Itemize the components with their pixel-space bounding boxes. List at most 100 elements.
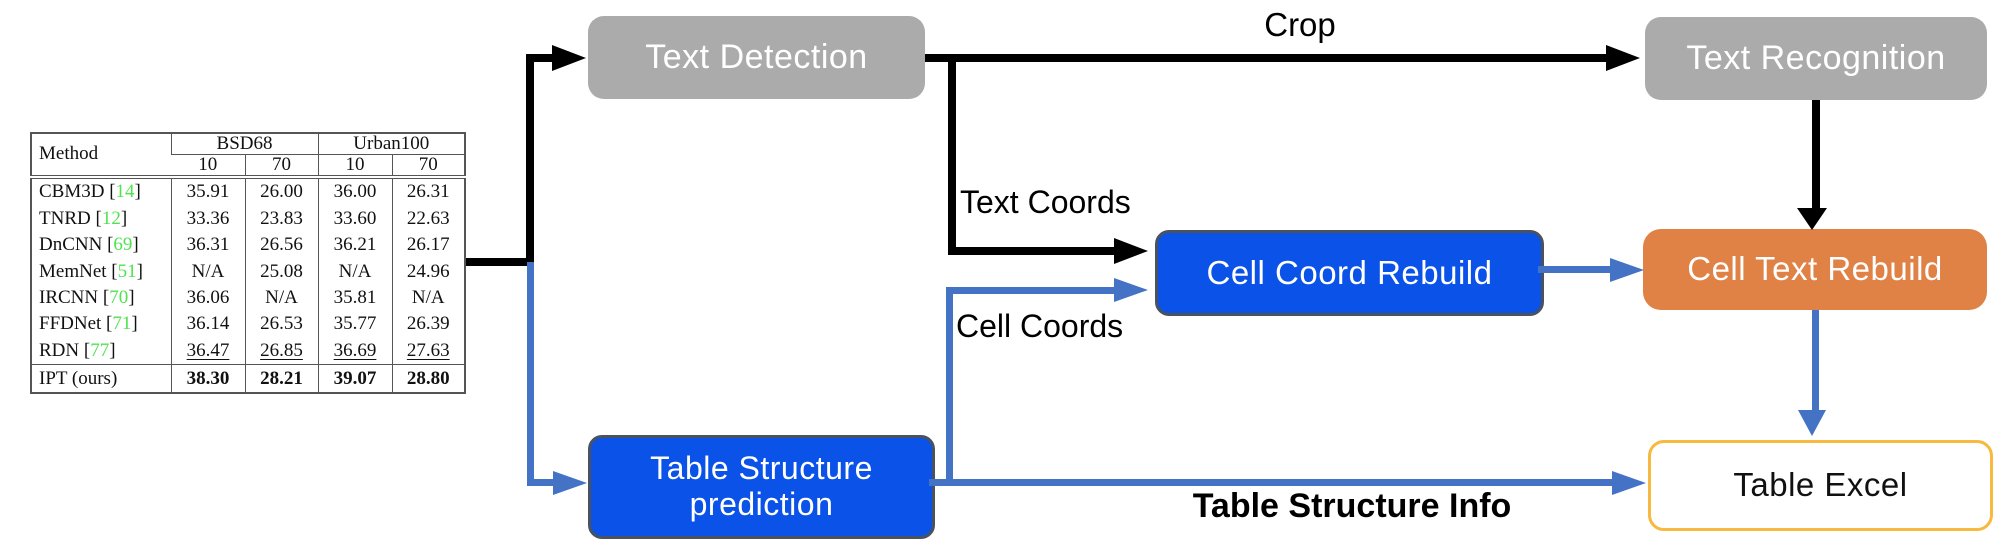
value-cell: 25.08 <box>244 258 318 285</box>
value-cell: 36.31 <box>170 232 245 259</box>
value-cell: 39.07 <box>317 364 392 393</box>
text-coords-arrowhead-icon <box>1114 238 1148 264</box>
crop-edge-label: Crop <box>1264 6 1336 43</box>
text-recognition-box: Text Recognition <box>1645 17 1987 100</box>
value-cell: N/A <box>170 258 245 285</box>
crop-line <box>925 54 1608 62</box>
value-cell: 35.91 <box>170 176 245 206</box>
value-cell: N/A <box>317 258 392 285</box>
value-cell: 36.47 <box>170 337 245 365</box>
method-cell: DnCNN [69] <box>39 234 139 256</box>
method-cell: TNRD [12] <box>39 208 128 230</box>
sub-header: 10 <box>171 154 245 179</box>
to-table-structure-line <box>527 479 555 486</box>
to-text-detection-line <box>530 54 556 62</box>
cell-coord-rebuild-box: Cell Coord Rebuild <box>1155 230 1544 316</box>
table-excel-box: Table Excel <box>1648 440 1993 531</box>
value-cell: 35.77 <box>317 311 392 338</box>
table-structure-info-edge-label: Table Structure Info <box>1192 487 1512 525</box>
value-cell: 36.00 <box>317 176 392 206</box>
table-structure-info-line <box>929 479 1612 486</box>
group-header-urban100: Urban100 <box>317 133 466 155</box>
cell-coords-edge-label: Cell Coords <box>956 308 1124 344</box>
value-cell: 26.56 <box>244 232 318 259</box>
sub-header: 10 <box>317 154 392 179</box>
source-table-image: Method BSD68 Urban100 10 70 10 70 CBM3D … <box>30 132 467 394</box>
text-coords-down-line <box>948 58 956 251</box>
value-cell: 26.39 <box>391 311 466 338</box>
crop-arrowhead-icon <box>1606 45 1640 71</box>
table-excel-label: Table Excel <box>1733 466 1908 504</box>
rebuild-to-excel-arrowhead-icon <box>1798 410 1826 436</box>
sub-header: 70 <box>244 154 318 179</box>
value-cell: N/A <box>391 284 466 312</box>
text-recognition-label: Text Recognition <box>1686 39 1946 78</box>
citation-number: 70 <box>109 287 129 309</box>
cell-coord-rebuild-label: Cell Coord Rebuild <box>1206 253 1493 291</box>
text-detection-box: Text Detection <box>588 16 925 99</box>
branch-down-line <box>527 262 534 483</box>
value-cell: 36.14 <box>170 311 245 338</box>
value-cell: 33.60 <box>317 205 392 233</box>
value-cell: 28.80 <box>391 364 466 393</box>
value-cell: 22.63 <box>391 205 466 233</box>
value-cell: 27.63 <box>391 337 466 365</box>
method-cell: IRCNN [70] <box>39 287 135 309</box>
citation-number: 69 <box>113 234 133 256</box>
group-header-bsd68: BSD68 <box>170 133 318 155</box>
cell-coords-up-line <box>946 287 953 483</box>
citation-number: 51 <box>117 260 137 282</box>
text-coords-line <box>948 247 1116 255</box>
denoising-results-table: Method BSD68 Urban100 10 70 10 70 CBM3D … <box>30 132 467 394</box>
value-cell: 26.85 <box>244 337 318 365</box>
method-cell: RDN [77] <box>39 339 116 361</box>
method-column-header: Method <box>31 133 171 179</box>
value-cell: 26.31 <box>391 176 466 206</box>
table-output-line <box>466 258 530 266</box>
to-text-detection-arrowhead-icon <box>552 45 586 71</box>
to-table-structure-arrowhead-icon <box>553 471 587 495</box>
branch-up-line <box>526 54 534 266</box>
rebuild-to-excel-line <box>1812 310 1819 412</box>
table-structure-info-arrowhead-icon <box>1612 471 1646 495</box>
recognition-to-rebuild-arrowhead-icon <box>1797 208 1827 230</box>
value-cell: 28.21 <box>244 364 318 393</box>
value-cell: 26.17 <box>391 232 466 259</box>
method-cell: FFDNet [71] <box>39 313 138 335</box>
value-cell: N/A <box>244 284 318 312</box>
text-coords-edge-label: Text Coords <box>960 184 1131 220</box>
cell-coords-arrowhead-icon <box>1114 278 1148 302</box>
value-cell: 36.21 <box>317 232 392 259</box>
citation-number: 12 <box>101 208 121 230</box>
cell-text-rebuild-box: Cell Text Rebuild <box>1643 229 1987 310</box>
text-detection-label: Text Detection <box>645 38 868 77</box>
value-cell: 26.53 <box>244 311 318 338</box>
citation-number: 77 <box>90 339 110 361</box>
cell-text-rebuild-label: Cell Text Rebuild <box>1687 250 1943 288</box>
value-cell: 35.81 <box>317 284 392 312</box>
value-cell: 36.69 <box>317 337 392 365</box>
value-cell: 26.00 <box>244 176 318 206</box>
value-cell: 23.83 <box>244 205 318 233</box>
value-cell: 24.96 <box>391 258 466 285</box>
citation-number: 71 <box>112 313 132 335</box>
recognition-to-rebuild-line <box>1812 100 1820 210</box>
value-cell: 33.36 <box>170 205 245 233</box>
cell-coords-line <box>946 287 1116 294</box>
coord-to-text-rebuild-line <box>1538 266 1612 273</box>
value-cell: 38.30 <box>170 364 245 393</box>
method-cell: MemNet [51] <box>39 260 143 282</box>
value-cell: 36.06 <box>170 284 245 312</box>
